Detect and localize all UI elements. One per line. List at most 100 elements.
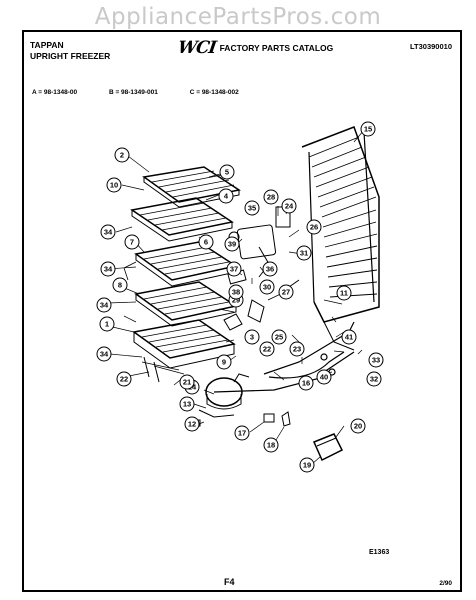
callout-number: 9 xyxy=(222,358,226,367)
callout-number: 24 xyxy=(285,202,294,211)
publication-number: LT30390010 xyxy=(410,42,452,51)
callout-circle xyxy=(316,369,332,385)
callout-number: 17 xyxy=(238,429,246,438)
callout-number: 12 xyxy=(188,420,196,429)
callout-number: 34 xyxy=(104,265,113,274)
callout-number: 37 xyxy=(230,265,238,274)
callout-20: 20 xyxy=(350,418,366,434)
callout-circle xyxy=(341,329,357,345)
callout-circle xyxy=(368,352,384,368)
callout-circle xyxy=(106,177,122,193)
parts-catalog-sheet: TAPPAN UPRIGHT FREEZER WCI FACTORY PARTS… xyxy=(22,30,462,592)
callout-circle xyxy=(179,374,195,390)
callout-circle xyxy=(259,279,275,295)
drain-pan xyxy=(312,433,344,462)
callout-circle xyxy=(184,416,200,432)
callout-1: 1 xyxy=(99,316,115,332)
callout-10: 10 xyxy=(106,177,122,193)
callout-18: 18 xyxy=(263,437,279,453)
callout-number: 22 xyxy=(263,345,271,354)
callout-number: 36 xyxy=(266,265,274,274)
callout-number: 19 xyxy=(303,461,311,470)
callout-34: 34 xyxy=(100,261,116,277)
callout-number: 15 xyxy=(364,125,372,134)
callout-number: 16 xyxy=(302,379,310,388)
callout-37: 37 xyxy=(226,261,242,277)
callout-circle xyxy=(234,425,250,441)
callout-33: 33 xyxy=(368,352,384,368)
callout-circle xyxy=(263,437,279,453)
product-name: UPRIGHT FREEZER xyxy=(30,51,111,61)
callout-number: 38 xyxy=(232,288,240,297)
callout-number: 22 xyxy=(120,375,128,384)
callout-circle xyxy=(350,418,366,434)
callout-number: 6 xyxy=(204,238,208,247)
brand-name: TAPPAN xyxy=(30,40,64,50)
callout-number: 3 xyxy=(250,333,254,342)
callout-number: 30 xyxy=(263,283,271,292)
revision-date: 2/90 xyxy=(439,580,452,587)
callout-number: 20 xyxy=(354,422,362,431)
callout-number: 18 xyxy=(267,441,275,450)
model-key-a: A = 98-1348-00 xyxy=(32,89,78,96)
callout-number: 31 xyxy=(300,249,308,258)
callout-circle xyxy=(228,284,244,300)
callout-circle xyxy=(216,354,232,370)
callout-circle xyxy=(226,261,242,277)
callout-41: 41 xyxy=(341,329,357,345)
callout-28: 28 xyxy=(263,189,279,205)
callout-number: 7 xyxy=(130,238,134,247)
callout-34: 34 xyxy=(96,346,112,362)
callout-circle xyxy=(299,457,315,473)
callout-number: 35 xyxy=(248,204,256,213)
callout-11: 11 xyxy=(336,285,352,301)
watermark-text: AppliancePartsPros.com xyxy=(94,4,382,30)
callout-circle xyxy=(360,121,376,137)
callout-number: 11 xyxy=(340,289,348,298)
callout-circle xyxy=(271,329,287,345)
callout-circle xyxy=(259,341,275,357)
callout-number: 23 xyxy=(293,345,301,354)
figure-code: E1363 xyxy=(369,549,390,556)
callout-number: 33 xyxy=(372,356,380,365)
callout-number: 26 xyxy=(310,223,318,232)
model-key-b: B = 98-1349-001 xyxy=(108,89,158,96)
callout-number: 40 xyxy=(320,373,328,382)
callout-number: 21 xyxy=(183,378,191,387)
callout-circle xyxy=(179,396,195,412)
callout-number: 34 xyxy=(100,301,109,310)
callout-7: 7 xyxy=(124,234,140,250)
callout-number: 29 xyxy=(232,296,240,305)
callout-8: 8 xyxy=(112,277,128,293)
brand-block: TAPPAN UPRIGHT FREEZER xyxy=(30,40,110,62)
callout-34: 34 xyxy=(96,297,112,313)
callout-number: 2 xyxy=(120,151,124,160)
callout-circle xyxy=(298,375,314,391)
callout-12: 12 xyxy=(184,416,200,432)
callout-35: 35 xyxy=(244,200,260,216)
callout-26: 26 xyxy=(306,219,322,235)
callout-2: 2 xyxy=(114,147,130,163)
callout-number: 32 xyxy=(370,375,378,384)
callout-4: 4 xyxy=(218,188,234,204)
evaporator-coil xyxy=(301,126,380,351)
callout-circle xyxy=(116,371,132,387)
callout-number: 25 xyxy=(275,333,283,342)
catalog-header: WCI FACTORY PARTS CATALOG xyxy=(177,38,334,58)
callout-labels: 1234567891011121314151617181920212222232… xyxy=(96,121,384,473)
callout-24: 24 xyxy=(281,198,297,214)
shelf-4 xyxy=(134,281,238,327)
callout-number: 34 xyxy=(100,350,109,359)
callout-34: 34 xyxy=(100,224,116,240)
callout-27: 27 xyxy=(278,284,294,300)
callout-circle xyxy=(218,188,234,204)
callout-number: 14 xyxy=(188,383,197,392)
callout-circle xyxy=(96,346,112,362)
misc-small-parts xyxy=(143,279,300,427)
callout-circle xyxy=(263,189,279,205)
callout-circle xyxy=(100,224,116,240)
callout-number: 5 xyxy=(225,168,229,177)
callout-36: 36 xyxy=(262,261,278,277)
shelf-bottom-basket xyxy=(132,319,236,375)
callout-circle xyxy=(100,261,116,277)
